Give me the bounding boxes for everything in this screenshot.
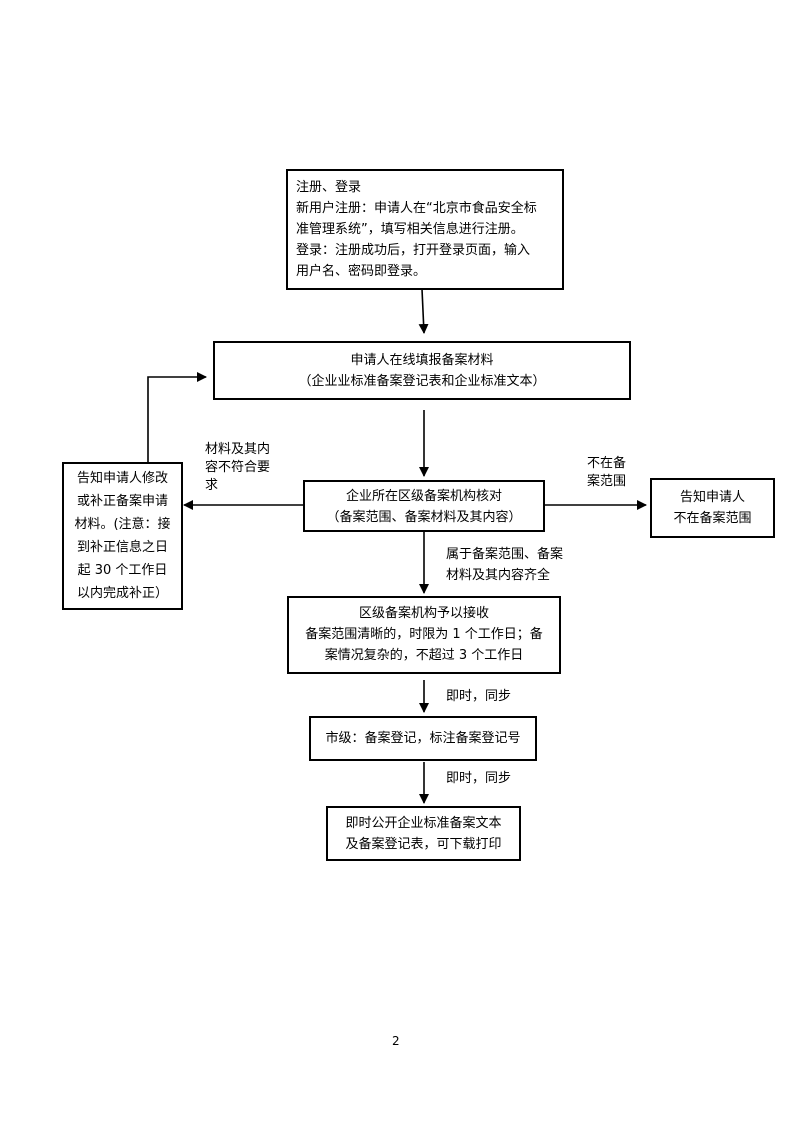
arrow-correct-to-fill — [147, 372, 207, 462]
label-out-of-scope: 不在备 案范围 — [587, 455, 626, 491]
register-line-1: 注册、登录 — [296, 180, 362, 195]
register-line-5: 用户名、密码即登录。 — [296, 264, 427, 279]
label-out-of-scope-line-1: 不在备 — [587, 456, 627, 471]
correct-line-4: 到补正信息之日 — [76, 540, 168, 555]
label-sync-2: 即时，同步 — [446, 770, 511, 788]
accept-line-2: 备案范围清晰的，时限为 1 个工作日；备 — [305, 627, 543, 642]
publish-box: 即时公开企业标准备案文本 及备案登记表，可下载打印 — [326, 806, 521, 861]
district-verify-box: 企业所在区级备案机构核对 （备案范围、备案材料及其内容） — [303, 480, 545, 532]
fill-in-materials-box: 申请人在线填报备案材料 （企业业标准备案登记表和企业标准文本） — [213, 341, 631, 400]
accept-line-1: 区级备案机构予以接收 — [358, 606, 489, 621]
label-out-of-scope-line-2: 案范围 — [587, 474, 627, 489]
label-in-scope-line-2: 材料及其内容齐全 — [446, 568, 551, 583]
notify-correct-box: 告知申请人修改 或补正备案申请 材料。(注意：接 到补正信息之日 起 30 个工… — [62, 462, 183, 610]
register-line-3: 准管理系统”，填写相关信息进行注册。 — [296, 222, 524, 237]
label-nonconforming-line-1: 材料及其内 — [205, 442, 271, 457]
label-sync-1: 即时，同步 — [446, 688, 511, 706]
label-in-scope-line-1: 属于备案范围、备案 — [446, 547, 564, 562]
correct-line-1: 告知申请人修改 — [76, 471, 168, 486]
label-in-scope: 属于备案范围、备案 材料及其内容齐全 — [446, 544, 563, 586]
correct-line-3: 材料。(注意：接 — [74, 517, 171, 532]
label-sync-2-text: 即时，同步 — [446, 771, 512, 786]
accept-line-3: 案情况复杂的，不超过 3 个工作日 — [324, 648, 524, 663]
register-line-2: 新用户注册：申请人在“北京市食品安全标 — [296, 201, 537, 216]
arrow-register-to-fill — [418, 288, 429, 334]
label-nonconforming: 材料及其内 容不符合要 求 — [205, 441, 270, 495]
page-number: 2 — [392, 1034, 400, 1048]
register-login-box: 注册、登录 新用户注册：申请人在“北京市食品安全标 准管理系统”，填写相关信息进… — [286, 169, 564, 290]
register-line-4: 登录：注册成功后，打开登录页面，输入 — [296, 243, 531, 258]
label-nonconforming-line-3: 求 — [205, 478, 219, 493]
publish-line-1: 即时公开企业标准备案文本 — [345, 816, 502, 831]
fill-in-line-1: 申请人在线填报备案材料 — [350, 353, 494, 368]
fill-in-line-2: （企业业标准备案登记表和企业标准文本） — [298, 374, 546, 389]
city-register-box: 市级：备案登记，标注备案登记号 — [309, 716, 537, 761]
publish-line-2: 及备案登记表，可下载打印 — [345, 837, 502, 852]
out-of-scope-line-2: 不在备案范围 — [673, 511, 752, 526]
out-of-scope-line-1: 告知申请人 — [679, 490, 745, 505]
verify-line-1: 企业所在区级备案机构核对 — [345, 489, 502, 504]
correct-line-2: 或补正备案申请 — [76, 494, 168, 509]
label-sync-1-text: 即时，同步 — [446, 689, 512, 704]
correct-line-5: 起 30 个工作日 — [77, 563, 168, 578]
verify-line-2: （备案范围、备案材料及其内容） — [326, 510, 522, 525]
label-nonconforming-line-2: 容不符合要 — [205, 460, 271, 475]
notify-out-of-scope-box: 告知申请人 不在备案范围 — [650, 478, 775, 538]
city-register-line-1: 市级：备案登记，标注备案登记号 — [325, 731, 521, 746]
correct-line-6: 以内完成补正） — [76, 586, 168, 601]
district-accept-box: 区级备案机构予以接收 备案范围清晰的，时限为 1 个工作日；备 案情况复杂的，不… — [287, 596, 561, 674]
